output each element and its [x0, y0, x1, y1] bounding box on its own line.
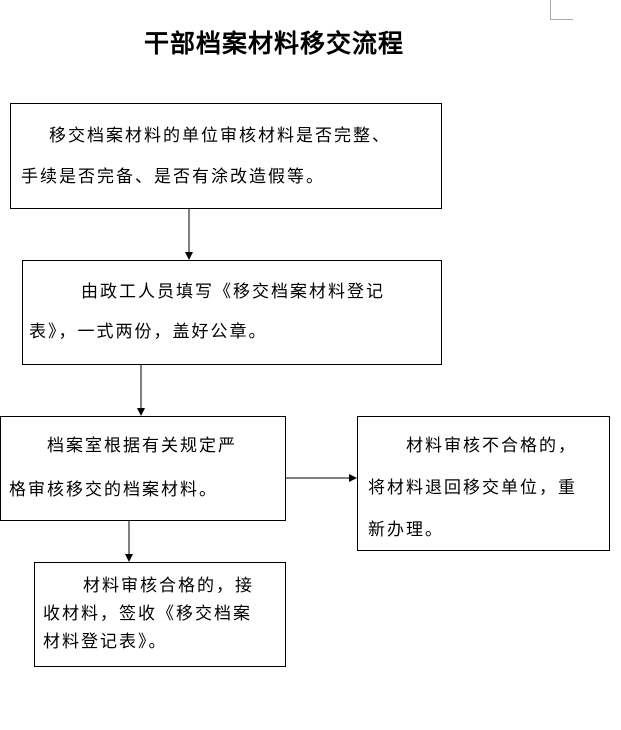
page-corner-mark [550, 0, 573, 20]
step-text-line: 手续是否完备、是否有涂改造假等。 [21, 167, 325, 187]
step-archive-review-box: 档案室根据有关规定严 格审核移交的档案材料。 [0, 416, 286, 521]
diagram-title: 干部档案材料移交流程 [143, 29, 404, 58]
step-text-line: 表》，一式两份，盖好公章。 [29, 322, 268, 342]
step-fill-form-box: 由政工人员填写《移交档案材料登记 表》，一式两份，盖好公章。 [22, 260, 442, 365]
step-text-line: 材料审核合格的，接 [83, 576, 254, 596]
step-text-line: 收材料，签收《移交档案 [43, 604, 252, 624]
step-reject-box: 材料审核不合格的， 将材料退回移交单位，重 新办理。 [357, 416, 610, 551]
step-text-line: 材料审核不合格的， [406, 436, 577, 456]
step-text-line: 将材料退回移交单位，重 [368, 478, 577, 498]
step-text-line: 材料登记表》。 [43, 632, 168, 652]
step-accept-box: 材料审核合格的，接 收材料，签收《移交档案 材料登记表》。 [34, 562, 286, 667]
step-unit-review-box: 移交档案材料的单位审核材料是否完整、 手续是否完备、是否有涂改造假等。 [10, 103, 442, 209]
step-text-line: 档案室根据有关规定严 [47, 436, 237, 456]
step-text-line: 格审核移交的档案材料。 [9, 480, 218, 500]
step-text-line: 由政工人员填写《移交档案材料登记 [81, 282, 385, 302]
step-text-line: 新办理。 [368, 520, 444, 540]
step-text-line: 移交档案材料的单位审核材料是否完整、 [49, 126, 391, 146]
